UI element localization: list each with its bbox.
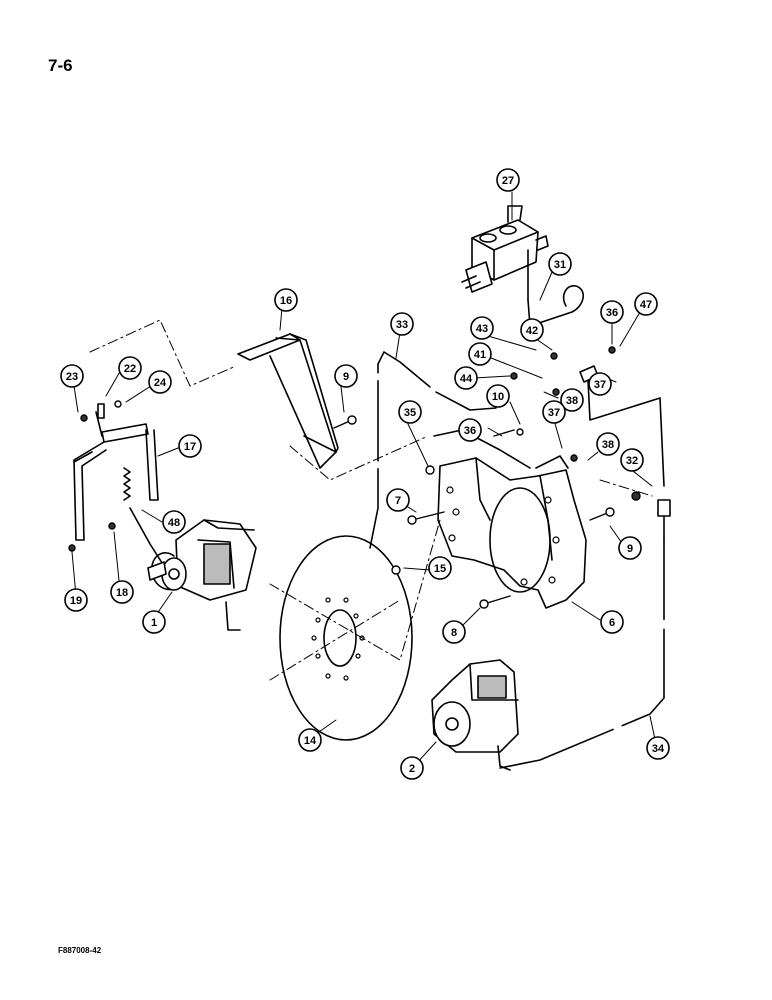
page-number: 7-6 (48, 56, 73, 75)
callout-34: 34 (646, 736, 670, 760)
callout-44: 44 (454, 366, 478, 390)
callout-number: 37 (594, 379, 606, 391)
callout-1: 1 (142, 610, 166, 634)
callout-41: 41 (468, 342, 492, 366)
callout-number: 16 (280, 295, 292, 307)
brake-line-33 (369, 351, 497, 549)
callout-number: 43 (476, 323, 488, 335)
reservoir-hose (527, 285, 584, 327)
callout-number: 27 (502, 175, 514, 187)
callout-33: 33 (390, 312, 414, 336)
callout-37: 37 (542, 400, 566, 424)
callout-23: 23 (60, 364, 84, 388)
callout-number: 18 (116, 587, 128, 599)
mounting-bracket (237, 333, 339, 469)
callout-number: 7 (395, 495, 401, 507)
callout-2: 2 (400, 756, 424, 780)
callout-38: 38 (596, 432, 620, 456)
brake-disc (279, 535, 413, 741)
callout-number: 48 (168, 517, 180, 529)
callout-number: 42 (526, 325, 538, 337)
callout-number: 36 (606, 307, 618, 319)
callout-number: 47 (640, 299, 652, 311)
lever-bracket (73, 403, 159, 541)
callout-38: 38 (560, 388, 584, 412)
callout-36: 36 (600, 300, 624, 324)
return-spring (123, 467, 131, 501)
callout-number: 38 (566, 395, 578, 407)
parking-caliper (147, 519, 257, 631)
callout-17: 17 (178, 434, 202, 458)
callout-number: 9 (627, 543, 633, 555)
callout-47: 47 (634, 292, 658, 316)
callout-27: 27 (496, 168, 520, 192)
callout-36: 36 (458, 418, 482, 442)
callout-number: 35 (404, 407, 416, 419)
callout-32: 32 (620, 448, 644, 472)
callout-number: 44 (460, 373, 473, 385)
callout-7: 7 (386, 488, 410, 512)
callout-number: 38 (602, 439, 614, 451)
callout-48: 48 (162, 510, 186, 534)
callout-6: 6 (600, 610, 624, 634)
callout-10: 10 (486, 384, 510, 408)
figure-id: F887008-42 (58, 946, 102, 955)
callout-number: 8 (451, 627, 457, 639)
callout-number: 31 (554, 259, 566, 271)
callout-18: 18 (110, 580, 134, 604)
callout-9: 9 (334, 364, 358, 388)
callout-number: 41 (474, 349, 486, 361)
callout-43: 43 (470, 316, 494, 340)
callout-8: 8 (442, 620, 466, 644)
callout-number: 32 (626, 455, 638, 467)
master-cylinder (461, 205, 549, 301)
callout-37: 37 (588, 372, 612, 396)
callout-number: 15 (434, 563, 446, 575)
callout-number: 9 (343, 371, 349, 383)
callout-number: 24 (154, 377, 167, 389)
callout-number: 19 (70, 595, 82, 607)
callout-24: 24 (148, 370, 172, 394)
callout-number: 37 (548, 407, 560, 419)
callout-number: 17 (184, 441, 196, 453)
service-caliper (431, 659, 519, 771)
callout-number: 14 (304, 735, 317, 747)
callout-35: 35 (398, 400, 422, 424)
callout-15: 15 (428, 556, 452, 580)
callout-number: 2 (409, 763, 415, 775)
mounting-plate (433, 429, 587, 609)
callout-14: 14 (298, 728, 322, 752)
callout-42: 42 (520, 318, 544, 342)
callout-number: 33 (396, 319, 408, 331)
callout-number: 10 (492, 391, 504, 403)
brake-line-34 (499, 539, 665, 769)
callout-number: 6 (609, 617, 615, 629)
callout-9: 9 (618, 536, 642, 560)
callout-22: 22 (118, 356, 142, 380)
callout-number: 22 (124, 363, 136, 375)
callout-number: 1 (151, 617, 157, 629)
callout-number: 36 (464, 425, 476, 437)
callout-19: 19 (64, 588, 88, 612)
callout-16: 16 (274, 288, 298, 312)
callout-number: 34 (652, 743, 665, 755)
callout-number: 23 (66, 371, 78, 383)
brake-line-32 (587, 379, 665, 487)
callout-31: 31 (548, 252, 572, 276)
